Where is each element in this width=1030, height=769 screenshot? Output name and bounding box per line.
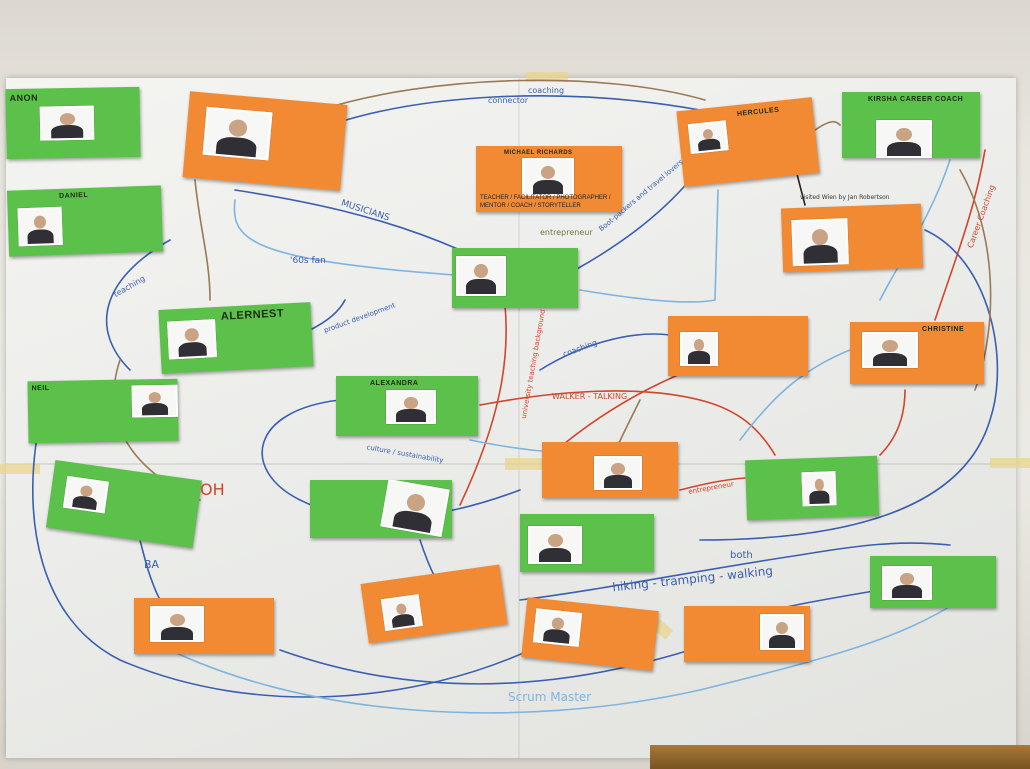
table-edge bbox=[650, 745, 1030, 769]
paper-fold-vertical bbox=[518, 78, 520, 758]
card-orange-right-2 bbox=[780, 203, 924, 273]
card-photo bbox=[687, 120, 729, 155]
line-christine-red bbox=[879, 389, 906, 456]
card-photo bbox=[62, 475, 109, 514]
card-photo bbox=[594, 456, 642, 490]
card-name: DANIEL bbox=[59, 191, 89, 200]
card-photo bbox=[522, 158, 574, 196]
card-name: CHRISTINE bbox=[922, 326, 965, 333]
card-name: ALERNEST bbox=[220, 307, 285, 323]
card-photo bbox=[386, 390, 436, 424]
card-photo bbox=[532, 608, 583, 647]
card-orange-top-right-1: HERCULES bbox=[676, 97, 820, 187]
card-orange-bottom-1 bbox=[134, 598, 274, 654]
line-coaching-mid bbox=[539, 333, 671, 371]
card-orange-center-right bbox=[668, 316, 808, 376]
line-top-arc-brown bbox=[319, 79, 706, 111]
card-photo bbox=[760, 614, 804, 650]
card-green-left-2: DANIEL bbox=[6, 185, 164, 257]
label-walking-talking: WALKER - TALKING bbox=[552, 392, 628, 401]
card-orange-christine: CHRISTINE bbox=[850, 322, 984, 384]
label-entrepreneur: entrepreneur bbox=[540, 228, 593, 237]
tape-strip-center bbox=[505, 458, 545, 470]
line-christine-left bbox=[739, 349, 851, 441]
card-name: ANON bbox=[9, 92, 39, 104]
label-visited-wien: visited Wien by Jan Robertson bbox=[800, 194, 890, 201]
card-green-alexandra: ALEXANDRA bbox=[336, 376, 478, 436]
card-orange-mid bbox=[542, 442, 678, 498]
card-photo bbox=[380, 594, 423, 632]
line-left-big bbox=[32, 419, 531, 698]
card-name: ALEXANDRA bbox=[370, 380, 419, 387]
card-name: MICHAEL RICHARDS bbox=[504, 150, 573, 156]
tape-strip-right bbox=[990, 458, 1030, 468]
card-photo bbox=[528, 526, 582, 564]
card-photo bbox=[167, 319, 217, 360]
card-name: KIRSHA CAREER COACH bbox=[868, 96, 964, 103]
label-both: both bbox=[730, 550, 753, 561]
card-photo bbox=[202, 106, 273, 161]
line-product-dev bbox=[309, 299, 346, 331]
card-green-mid-3 bbox=[520, 514, 654, 572]
card-green-bottom-right bbox=[870, 556, 996, 608]
line-teaching-left bbox=[105, 239, 171, 371]
line-musicians bbox=[234, 189, 461, 251]
card-photo bbox=[380, 480, 450, 538]
card-green-mid-2 bbox=[310, 480, 452, 538]
line-60s-fan bbox=[233, 199, 456, 276]
card-photo bbox=[17, 206, 63, 247]
card-orange-top-2 bbox=[182, 91, 348, 191]
line-university bbox=[459, 304, 507, 506]
card-photo bbox=[131, 384, 179, 418]
line-top-arc-blue bbox=[329, 95, 701, 126]
card-photo bbox=[791, 218, 849, 267]
card-green-top-left-1: ANON bbox=[5, 86, 141, 160]
card-photo bbox=[680, 332, 718, 366]
line-hiking bbox=[519, 542, 951, 601]
card-green-left-3: NEIL bbox=[27, 378, 179, 444]
card-subtitle: TEACHER / FACILITATOR / PHOTOGRAPHER / M… bbox=[480, 195, 611, 209]
card-name: NEIL bbox=[31, 384, 50, 393]
card-green-mid-right bbox=[744, 455, 880, 521]
line-right-long bbox=[699, 229, 999, 541]
tape-strip-left bbox=[0, 464, 40, 474]
card-green-alernest: ALERNEST bbox=[158, 302, 314, 374]
line-bottom-arc bbox=[149, 599, 961, 714]
label-ba: BA bbox=[144, 558, 160, 571]
line-green-left4 bbox=[139, 539, 161, 601]
line-hercules-right bbox=[814, 120, 841, 131]
label-sixties-fan: '60s fan bbox=[290, 256, 326, 266]
card-photo bbox=[882, 566, 932, 600]
card-photo bbox=[456, 256, 506, 296]
label-coaching: coaching bbox=[528, 86, 565, 95]
tape-strip-top bbox=[526, 72, 568, 82]
card-orange-center-top: MICHAEL RICHARDS TEACHER / FACILITATOR /… bbox=[476, 146, 622, 212]
line-walking bbox=[479, 390, 776, 456]
card-photo bbox=[39, 105, 95, 141]
label-oh: OH bbox=[200, 480, 225, 499]
card-photo bbox=[876, 120, 932, 158]
label-scrum-master: Scrum Master bbox=[508, 690, 592, 704]
line-career bbox=[934, 149, 986, 321]
card-orange-bottom-4 bbox=[684, 606, 810, 662]
line-alernest-up bbox=[194, 179, 211, 301]
card-photo bbox=[862, 332, 918, 368]
card-green-center bbox=[452, 248, 578, 308]
line-bootpackers bbox=[574, 179, 691, 271]
label-connector: connector bbox=[488, 96, 529, 105]
card-photo bbox=[150, 606, 204, 642]
card-green-top-right: KIRSHA CAREER COACH bbox=[842, 92, 980, 158]
card-photo bbox=[801, 471, 837, 507]
line-entrepreneur2 bbox=[679, 477, 746, 491]
line-center-right bbox=[579, 189, 719, 303]
card-name: HERCULES bbox=[736, 106, 780, 118]
